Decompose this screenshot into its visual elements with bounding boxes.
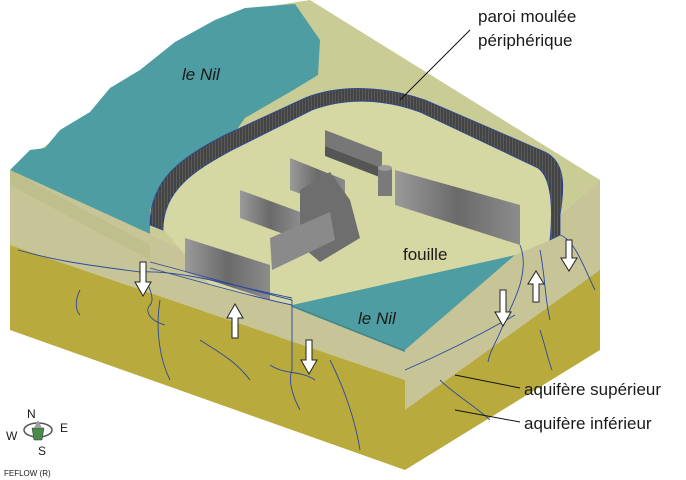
up-arrow-center (226, 302, 244, 339)
label-wall-line2: périphérique (478, 31, 573, 50)
excavation-structures (185, 130, 520, 300)
compass-icon: N W E S (6, 407, 68, 458)
lower-aquifer-right-face (405, 270, 600, 470)
excavation-area (160, 92, 553, 305)
flow-arrows (134, 239, 578, 376)
wall-leader-line (399, 29, 471, 101)
compass-w: W (6, 429, 18, 443)
compass-n: N (27, 407, 36, 421)
compass-s: S (38, 444, 46, 458)
lower-aquifer-left-face (10, 245, 405, 470)
label-lower-aquifer: aquifère inférieur (524, 414, 652, 433)
down-arrow-far-right (560, 239, 578, 272)
down-arrow-center (300, 339, 318, 376)
label-nile-bottom: le Nil (358, 309, 397, 328)
label-wall-line1: paroi moulée (478, 7, 576, 26)
down-arrow-right (494, 289, 512, 328)
label-excavation: fouille (403, 245, 447, 264)
upper-aquifer-leader (454, 374, 521, 389)
up-arrow-right (527, 270, 545, 303)
down-arrow-left (134, 261, 152, 298)
software-label: FEFLOW (R) (4, 469, 51, 478)
label-nile-top: le Nil (182, 65, 221, 84)
perimeter-diaphragm-wall (149, 88, 564, 241)
nile-river-upper (10, 4, 320, 245)
lower-aquifer-leader (454, 409, 521, 423)
label-upper-aquifer: aquifère supérieur (524, 380, 661, 399)
compass-e: E (60, 421, 68, 435)
nile-river-lower (292, 255, 515, 350)
